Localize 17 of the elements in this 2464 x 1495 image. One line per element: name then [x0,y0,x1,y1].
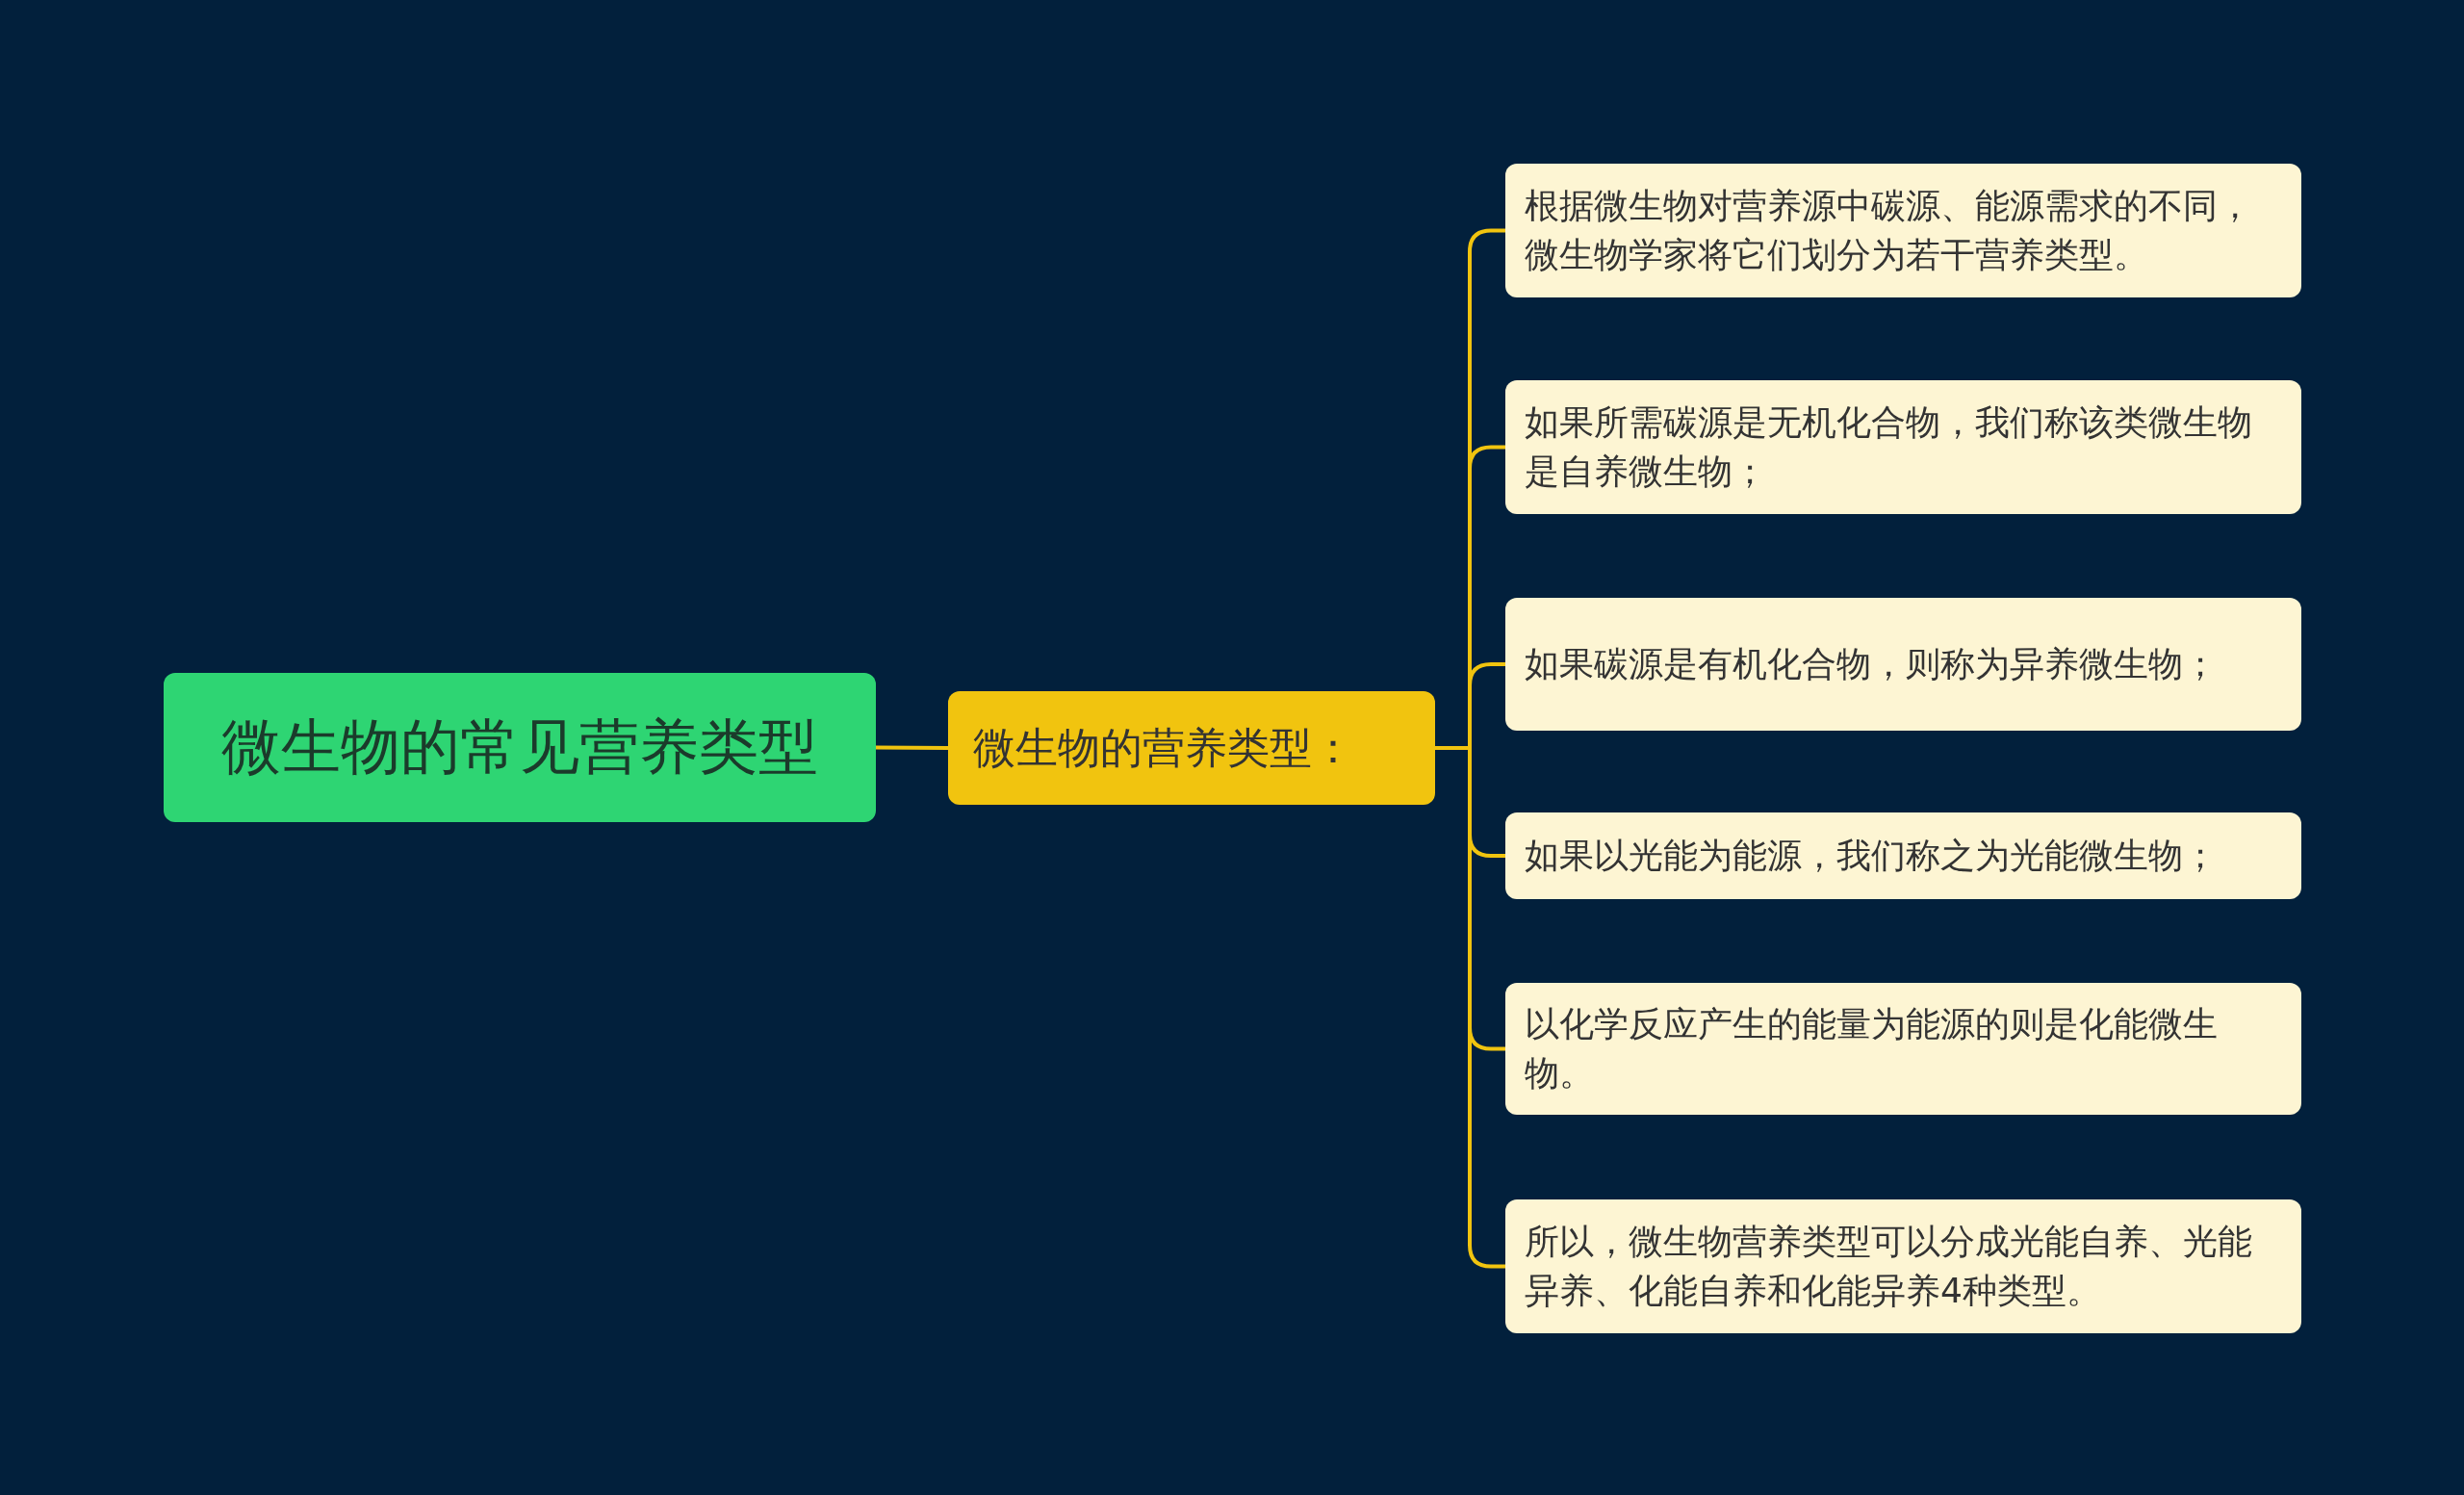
note-text: 如果碳源是有机化合物，则称为异养微生物； [1525,642,2218,685]
connector-line [876,745,948,750]
subtopic-label: 微生物的营养类型： [973,722,1354,775]
note-box [1505,812,2301,899]
root-topic-box [164,673,876,822]
note-text: 如果以光能为能源，我们称之为光能微生物； [1525,834,2218,877]
topic-title: 微生物的常见营养类型 [221,710,818,785]
subtopic-box [948,691,1435,805]
note-text: 如果所需碳源是无机化合物，我们称该类微生物是自养微生物； [1525,401,2253,493]
note-box [1505,598,2301,731]
note-box [1505,164,2301,297]
note-text: 根据微生物对营养源中碳源、能源需求的不同，微生物学家将它们划分为若干营养类型。 [1525,185,2253,276]
note-text: 所以，微生物营养类型可以分成光能自养、光能异养、化能自养和化能异养4种类型。 [1525,1221,2253,1312]
note-box [1505,380,2301,514]
note-box [1505,1199,2301,1333]
note-box [1505,983,2301,1115]
note-text: 以化学反应产生的能量为能源的则是化能微生物。 [1525,1003,2219,1095]
